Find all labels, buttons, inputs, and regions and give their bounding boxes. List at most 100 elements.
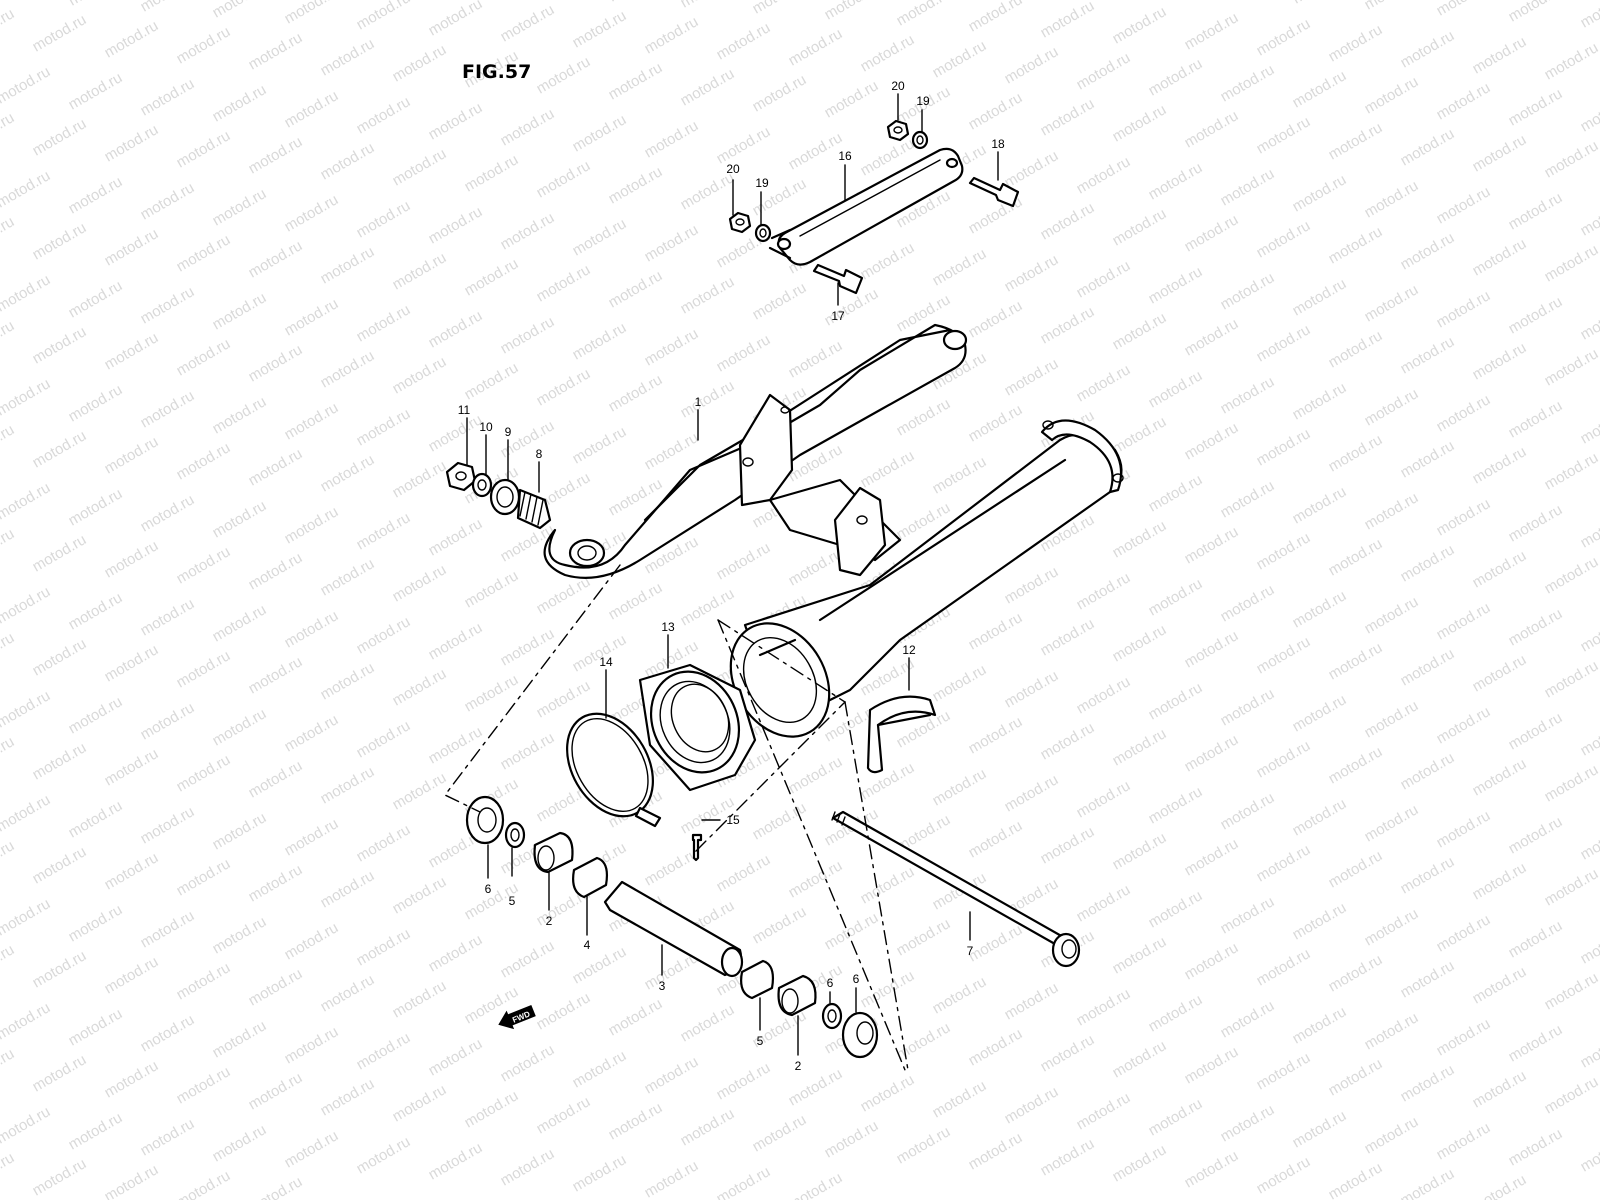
watermark-text: motod.ru	[1110, 829, 1170, 873]
watermark-text: motod.ru	[1038, 719, 1098, 763]
watermark-text: motod.ru	[1074, 257, 1134, 301]
seal-6-left	[465, 795, 505, 845]
watermark-text: motod.ru	[1434, 807, 1494, 851]
watermark-text: motod.ru	[426, 723, 486, 767]
watermark-text: motod.ru	[1434, 79, 1494, 123]
watermark-text: motod.ru	[174, 231, 234, 275]
watermark-text: motod.ru	[1146, 55, 1206, 99]
watermark-text: motod.ru	[1218, 0, 1278, 1]
watermark-text: motod.ru	[1578, 923, 1600, 967]
watermark-text: motod.ru	[1326, 21, 1386, 65]
watermark-text: motod.ru	[966, 609, 1026, 653]
callout-8: 8	[536, 447, 543, 461]
watermark-text: motod.ru	[246, 549, 306, 593]
callout-5-right: 6	[827, 976, 834, 990]
watermark-text: motod.ru	[1254, 321, 1314, 365]
callout-15: 15	[726, 813, 740, 827]
watermark-text: motod.ru	[1146, 887, 1206, 931]
watermark-text: motod.ru	[1506, 1021, 1566, 1065]
bolt-18	[968, 176, 1020, 208]
watermark-text: motod.ru	[642, 1053, 702, 1097]
watermark-text: motod.ru	[1398, 1061, 1458, 1105]
washer-5-right	[821, 1002, 843, 1030]
watermark-text: motod.ru	[1506, 1125, 1566, 1169]
watermark-text: motod.ru	[498, 417, 558, 461]
watermark-text: motod.ru	[210, 497, 270, 541]
watermark-text: motod.ru	[1110, 205, 1170, 249]
watermark-text: motod.ru	[1542, 969, 1600, 1013]
callout-4-left: 4	[584, 938, 591, 952]
watermark-text: motod.ru	[1038, 199, 1098, 243]
watermark-text: motod.ru	[138, 179, 198, 223]
watermark-text: motod.ru	[1074, 1089, 1134, 1133]
boot-clamp-14	[566, 712, 662, 828]
watermark-text: motod.ru	[102, 329, 162, 373]
watermark-text: motod.ru	[1326, 431, 1386, 475]
watermark-text: motod.ru	[390, 769, 450, 813]
watermark-text: motod.ru	[282, 1127, 342, 1171]
watermark-text: motod.ru	[1398, 957, 1458, 1001]
watermark-text: motod.ru	[354, 509, 414, 553]
watermark-text: motod.ru	[390, 145, 450, 189]
watermark-text: motod.ru	[498, 937, 558, 981]
watermark-text: motod.ru	[1002, 43, 1062, 87]
watermark-text: motod.ru	[822, 0, 882, 23]
watermark-text: motod.ru	[282, 87, 342, 131]
watermark-text: motod.ru	[246, 237, 306, 281]
seal-6-right	[841, 1011, 879, 1059]
bolt-17	[812, 263, 864, 295]
watermark-text: motod.ru	[1110, 1141, 1170, 1185]
watermark-text: motod.ru	[0, 999, 53, 1043]
watermark-text: motod.ru	[282, 1023, 342, 1067]
watermark-text: motod.ru	[1110, 413, 1170, 457]
watermark-text: motod.ru	[102, 1057, 162, 1101]
watermark-text: motod.ru	[1182, 1147, 1242, 1191]
watermark-text: motod.ru	[1542, 449, 1600, 493]
watermark-text: motod.ru	[390, 353, 450, 397]
watermark-text: motod.ru	[210, 1017, 270, 1061]
watermark-text: motod.ru	[0, 733, 17, 777]
watermark-text: motod.ru	[1326, 951, 1386, 995]
watermark-text: motod.ru	[786, 857, 846, 901]
watermark-text: motod.ru	[1074, 361, 1134, 405]
watermark-text: motod.ru	[1110, 621, 1170, 665]
watermark-text: motod.ru	[318, 35, 378, 79]
watermark-text: motod.ru	[1434, 183, 1494, 227]
watermark-text: motod.ru	[1146, 783, 1206, 827]
watermark-text: motod.ru	[642, 845, 702, 889]
watermark-text: motod.ru	[858, 759, 918, 803]
watermark-text: motod.ru	[246, 133, 306, 177]
watermark-text: motod.ru	[786, 545, 846, 589]
watermark-text: motod.ru	[1074, 49, 1134, 93]
watermark-text: motod.ru	[570, 943, 630, 987]
watermark-text: motod.ru	[210, 81, 270, 125]
watermark-text: motod.ru	[1578, 715, 1600, 759]
watermark-text: motod.ru	[0, 479, 53, 523]
watermark-text: motod.ru	[246, 341, 306, 385]
watermark-text: motod.ru	[1362, 73, 1422, 117]
watermark-text: motod.ru	[1506, 0, 1566, 25]
watermark-text: motod.ru	[1326, 639, 1386, 683]
link-eye-rear	[945, 157, 959, 169]
watermark-text: motod.ru	[1398, 27, 1458, 71]
watermark-text: motod.ru	[0, 213, 17, 257]
rubber-boot-13	[638, 663, 757, 792]
watermark-text: motod.ru	[1362, 905, 1422, 949]
watermark-text: motod.ru	[246, 445, 306, 489]
watermark-text: motod.ru	[66, 277, 126, 321]
watermark-text: motod.ru	[1434, 911, 1494, 955]
watermark-text: motod.ru	[966, 1025, 1026, 1069]
watermark-text: motod.ru	[822, 77, 882, 121]
watermark-text: motod.ru	[1254, 1049, 1314, 1093]
watermark-text: motod.ru	[1290, 171, 1350, 215]
watermark-text: motod.ru	[246, 1173, 306, 1200]
watermark-text: motod.ru	[30, 947, 90, 991]
watermark-text: motod.ru	[714, 851, 774, 895]
watermark-text: motod.ru	[282, 0, 342, 27]
watermark-text: motod.ru	[1146, 159, 1206, 203]
watermark-text: motod.ru	[606, 1099, 666, 1143]
watermark-text: motod.ru	[1362, 697, 1422, 741]
final-drive-flange	[1040, 419, 1123, 494]
watermark-text: motod.ru	[930, 453, 990, 497]
